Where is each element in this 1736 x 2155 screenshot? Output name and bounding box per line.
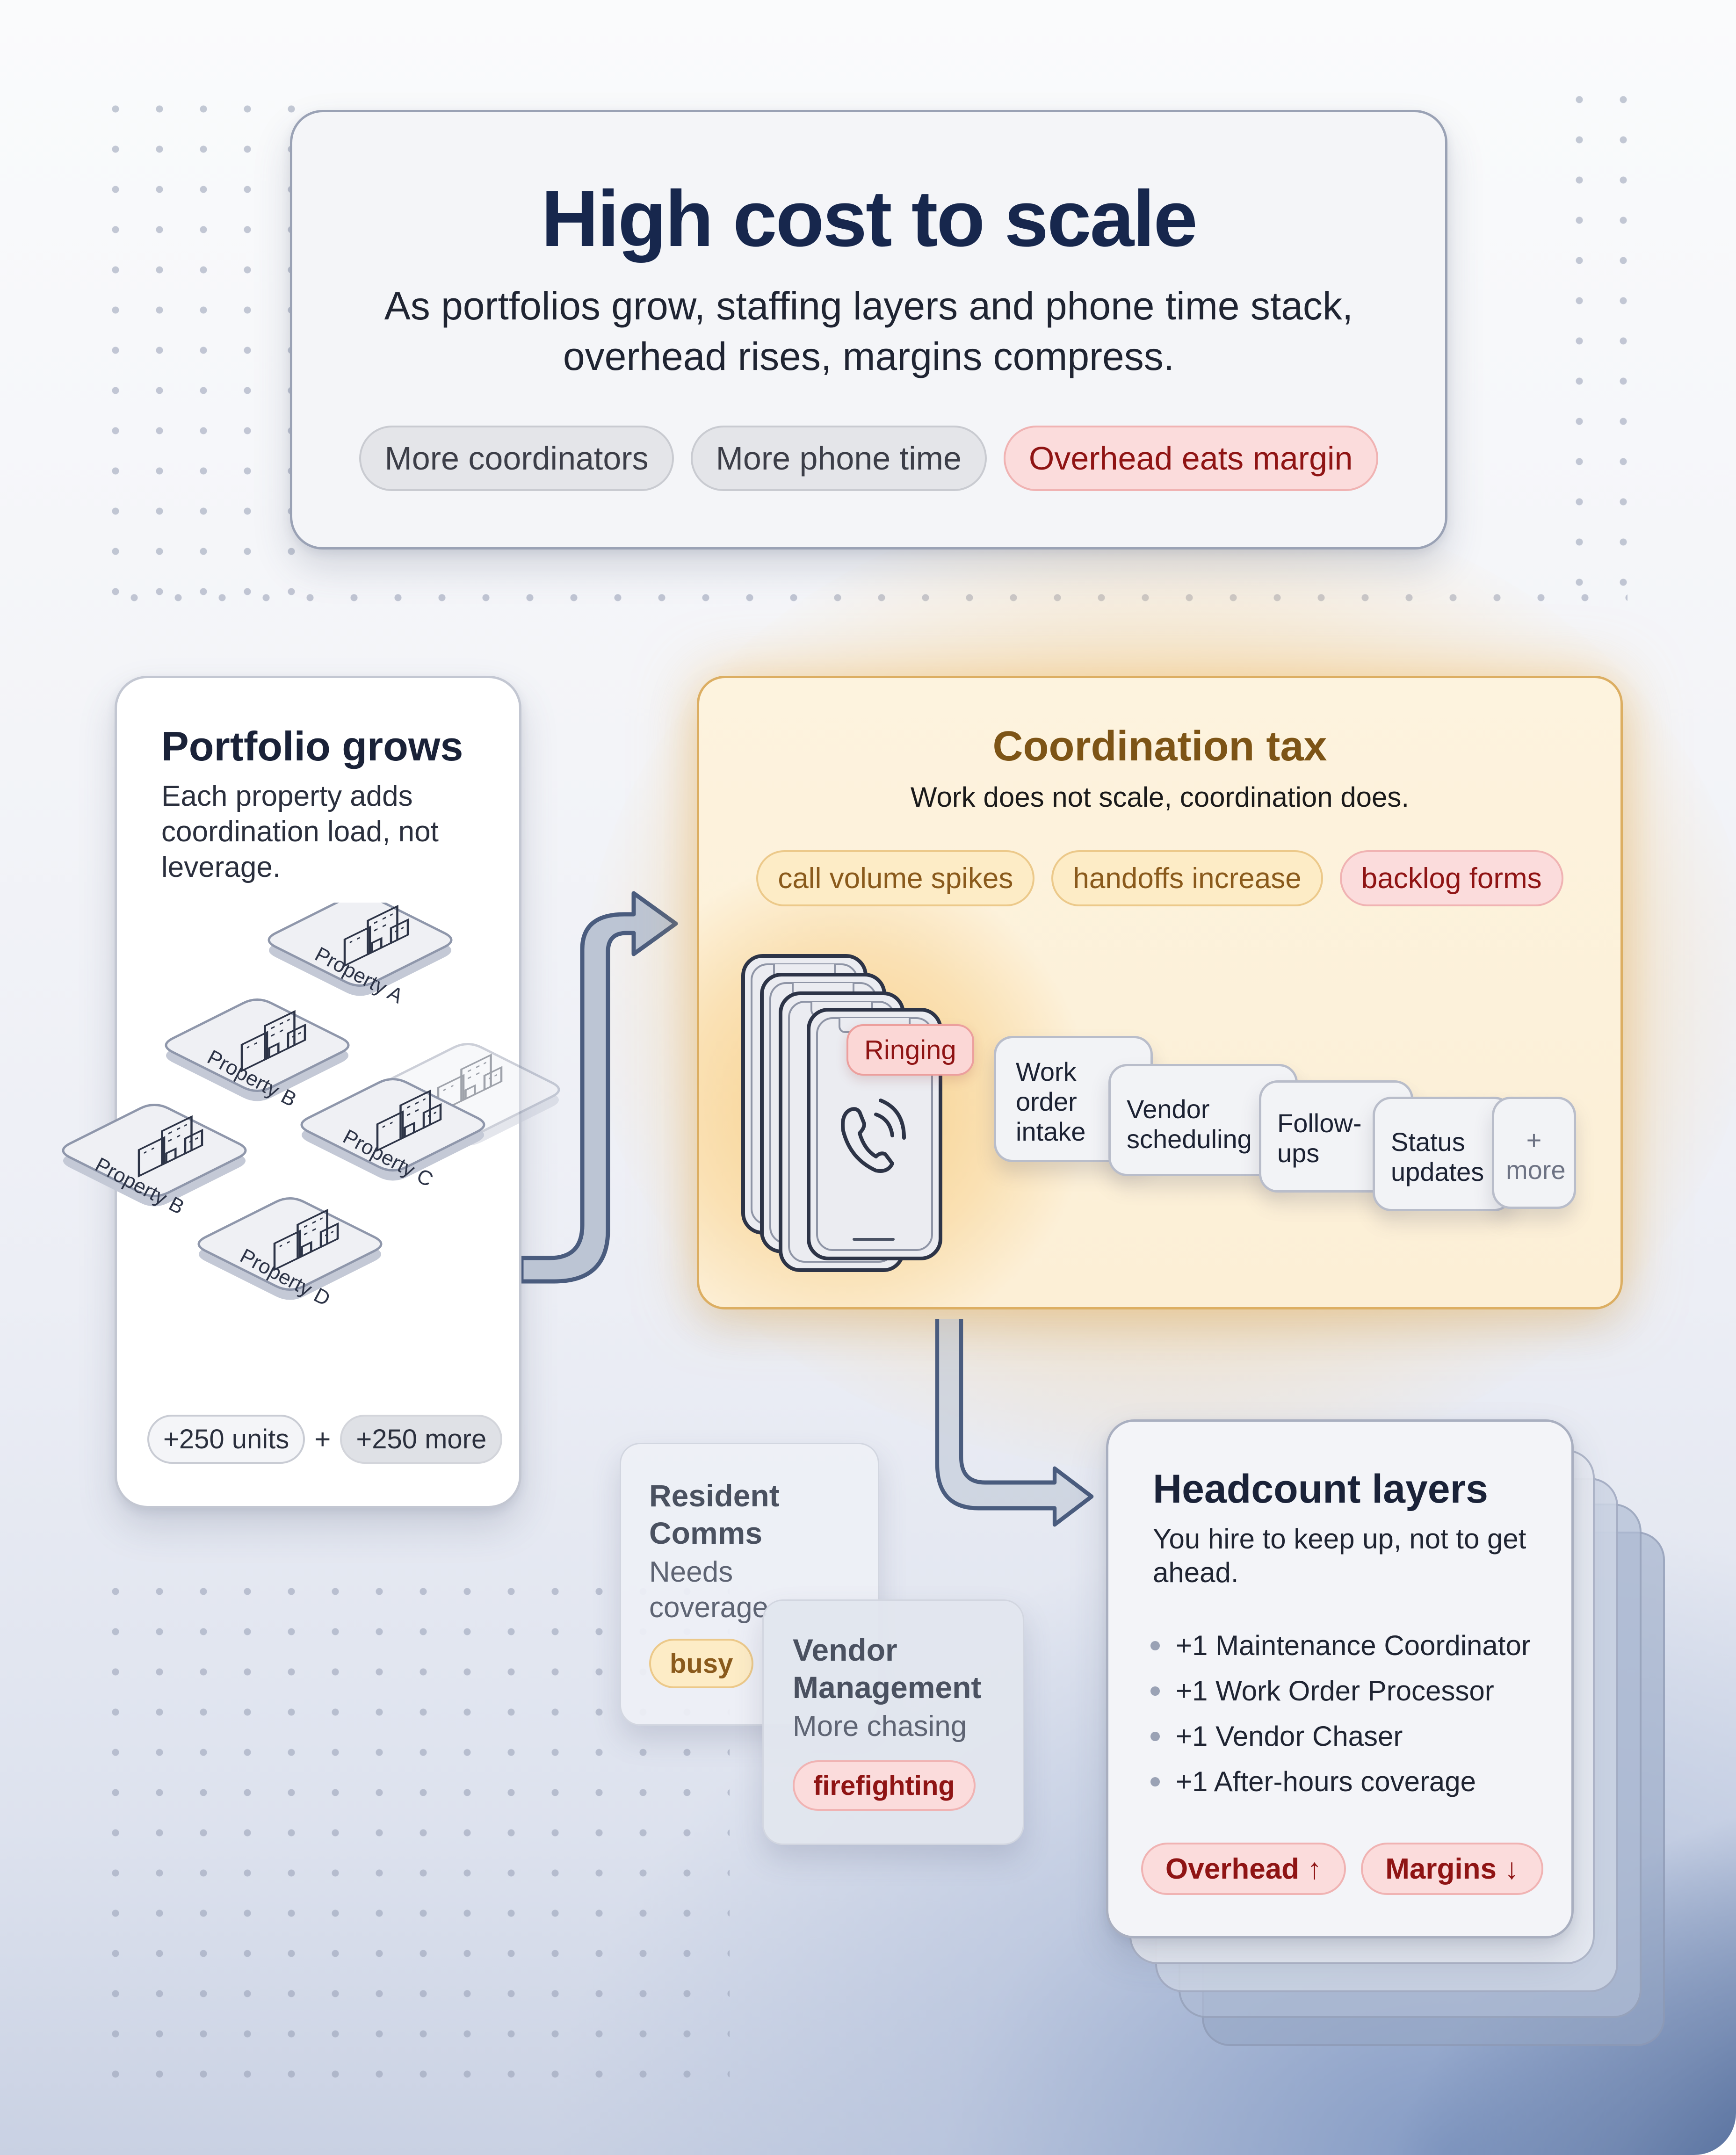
task-label: Status updates [1391,1127,1484,1186]
task-label: Follow-ups [1277,1108,1362,1168]
list-item: +1 After-hours coverage [1150,1759,1531,1804]
tag-more-coordinators: More coordinators [359,426,674,491]
coordination-subtitle: Work does not scale, coordination does. [910,781,1410,813]
task-label: Vendor scheduling [1127,1094,1252,1154]
portfolio-title: Portfolio grows [161,723,463,769]
headcount-card: Headcount layers You hire to keep up, no… [1106,1419,1574,1938]
list-item-label: +1 Work Order Processor [1176,1675,1494,1707]
vendor-management-subtitle: More chasing [793,1710,967,1743]
tag-overhead-eats-margin: Overhead eats margin [1003,426,1378,491]
property-tile-b: Property B [166,1000,348,1111]
headcount-description: You hire to keep up, not to get ahead. [1153,1523,1526,1588]
vendor-management-title: Vendor Management [793,1633,982,1705]
dot-grid-top-left [94,89,299,603]
bullet-icon [1150,1777,1160,1786]
home-indicator [853,1238,895,1241]
property-tile-a: Property A [269,903,451,1008]
list-item: +1 Vendor Chaser [1150,1714,1531,1759]
task-more: + more [1492,1097,1576,1209]
bullet-icon [1150,1686,1160,1696]
page-title: High cost to scale [541,174,1198,263]
tag-handoffs-increase: handoffs increase [1051,850,1323,906]
page-subtitle: As portfolios grow, staffing layers and … [384,284,1353,378]
dot-grid-top-right [1557,80,1651,594]
phone-ringing-icon [841,1099,906,1173]
flow-arrow-portfolio-to-coordination [521,891,678,1284]
portfolio-footer: +250 units + +250 more [147,1415,503,1464]
list-item-label: +1 Maintenance Coordinator [1176,1630,1531,1661]
ringing-badge: Ringing [846,1024,974,1076]
vendor-management-card: Vendor Management More chasing firefight… [762,1599,1024,1845]
headcount-title: Headcount layers [1153,1467,1488,1511]
firefighting-badge: firefighting [793,1760,976,1811]
headcount-tags: Overhead ↑ Margins ↓ [1141,1843,1544,1895]
task-status-updates: Status updates [1373,1097,1513,1211]
list-item-label: +1 Vendor Chaser [1176,1721,1403,1752]
overhead-up-badge: Overhead ↑ [1141,1843,1346,1895]
header-tags: More coordinators More phone time Overhe… [292,426,1445,491]
list-item: +1 Maintenance Coordinator [1150,1623,1531,1668]
list-item: +1 Work Order Processor [1150,1668,1531,1714]
flow-arrow-coordination-to-headcount [935,1319,1094,1527]
property-tile-d: Property D [199,1199,381,1311]
coordination-tags: call volume spikes handoffs increase bac… [699,850,1620,906]
property-tiles: Property A Property B Property C Propert… [42,903,566,1311]
task-label: + more [1506,1125,1566,1185]
tag-call-volume-spikes: call volume spikes [756,850,1035,906]
bullet-icon [1150,1731,1160,1741]
resident-comms-title: Resident Comms [649,1478,780,1550]
header-card: High cost to scale As portfolios grow, s… [290,110,1447,550]
headcount-list: +1 Maintenance Coordinator +1 Work Order… [1150,1623,1531,1804]
tag-backlog-forms: backlog forms [1339,850,1563,906]
task-label: Work order intake [1016,1057,1086,1146]
more-units-badge: +250 more [340,1415,503,1464]
bullet-icon [1150,1641,1160,1650]
units-badge: +250 units [147,1415,305,1464]
property-tile-b-2: Property B [63,1105,246,1219]
busy-badge: busy [649,1639,754,1688]
plus-separator: + [314,1424,331,1455]
portfolio-description: Each property adds coordination load, no… [161,780,439,883]
resident-comms-subtitle: Needs coverage [649,1556,769,1624]
list-item-label: +1 After-hours coverage [1176,1766,1476,1797]
coordination-title: Coordination tax [992,723,1327,770]
tag-more-phone-time: More phone time [690,426,987,491]
margins-down-badge: Margins ↓ [1361,1843,1544,1895]
